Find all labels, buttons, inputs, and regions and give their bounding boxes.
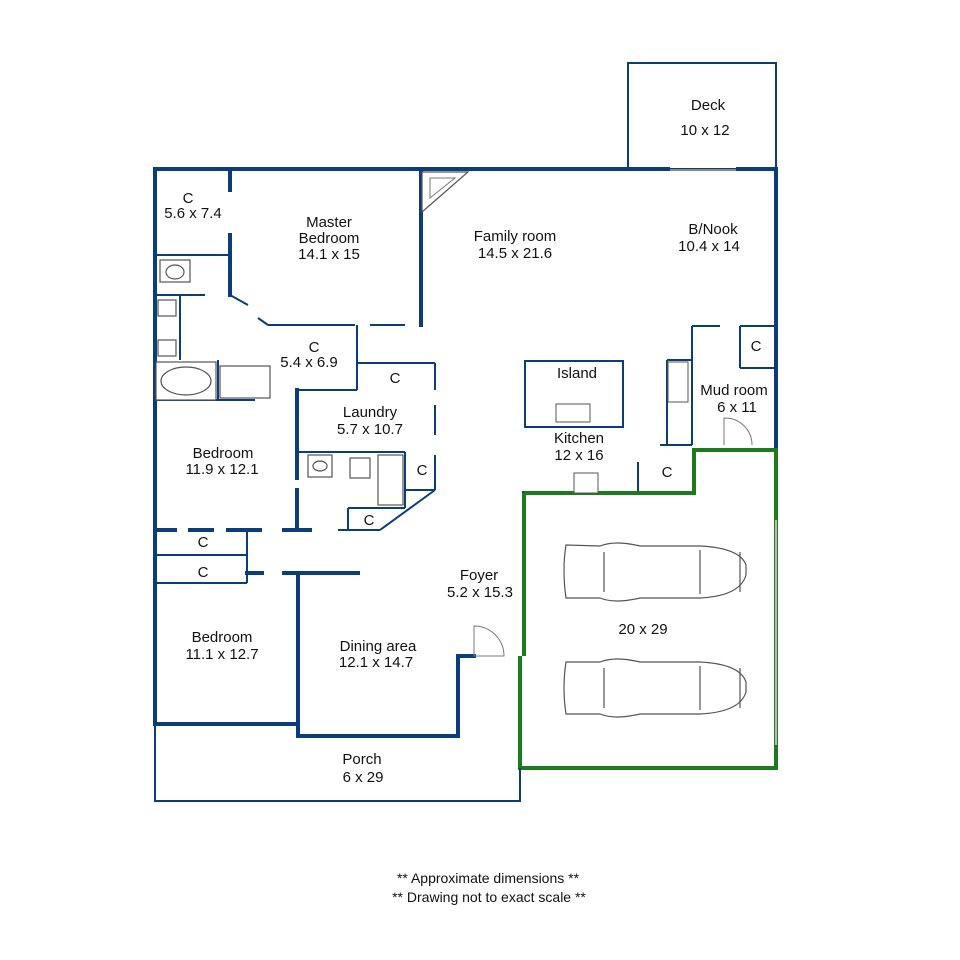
master-bedroom-name: Master bbox=[306, 214, 352, 231]
bedroom-1-dims: 11.9 x 12.1 bbox=[185, 461, 258, 478]
refrigerator bbox=[667, 361, 689, 403]
kitchen-dims: 12 x 16 bbox=[554, 447, 603, 464]
bedroom-1-name: Bedroom bbox=[193, 445, 254, 462]
car-icon bbox=[563, 658, 747, 718]
bath-fixtures bbox=[155, 259, 404, 506]
front-door-swing bbox=[473, 625, 505, 657]
closet-bed1-name: C bbox=[198, 534, 209, 551]
laundry-name: Laundry bbox=[343, 404, 398, 421]
laundry-dims: 5.7 x 10.7 bbox=[337, 421, 403, 438]
deck-name: Deck bbox=[691, 97, 726, 114]
porch-outline bbox=[154, 724, 521, 802]
closet-master-dims: 5.6 x 7.4 bbox=[164, 205, 222, 222]
kitchen-name: Kitchen bbox=[554, 430, 604, 447]
garage-walls bbox=[518, 448, 778, 770]
nook-dims: 10.4 x 14 bbox=[678, 238, 740, 255]
garage-dims: 20 x 29 bbox=[618, 621, 667, 638]
note-not-to-scale: ** Drawing not to exact scale ** bbox=[392, 889, 586, 905]
kitchen-sink bbox=[555, 403, 591, 423]
porch-dims: 6 x 29 bbox=[343, 769, 384, 786]
closet-hall-dims: 5.4 x 6.9 bbox=[280, 354, 338, 371]
family-room-name: Family room bbox=[474, 228, 557, 245]
fireplace-hearth bbox=[429, 177, 457, 200]
note-approx-dimensions: ** Approximate dimensions ** bbox=[397, 870, 580, 886]
bedroom-2-dims: 11.1 x 12.7 bbox=[185, 646, 258, 663]
master-bedroom-dims: 14.1 x 15 bbox=[298, 246, 360, 263]
dining-name: Dining area bbox=[340, 638, 417, 655]
closet-pantry-name: C bbox=[364, 512, 375, 529]
dining-dims: 12.1 x 14.7 bbox=[339, 654, 413, 671]
porch-name: Porch bbox=[342, 751, 381, 768]
deck-dims: 10 x 12 bbox=[680, 122, 729, 139]
interior-walls bbox=[153, 167, 776, 726]
mud-room-name: Mud room bbox=[700, 382, 768, 399]
bedroom-2-name: Bedroom bbox=[192, 629, 253, 646]
kitchen-stove bbox=[573, 472, 599, 494]
closet-bath-name: C bbox=[417, 462, 428, 479]
closet-kitchen-name: C bbox=[662, 464, 673, 481]
closet-mud-name: C bbox=[751, 338, 762, 355]
fireplace bbox=[421, 171, 470, 214]
nook-name: B/Nook bbox=[688, 221, 738, 238]
closet-master-name: C bbox=[183, 190, 194, 207]
closet-laundry-name: C bbox=[390, 370, 401, 387]
master-bedroom-name-2: Bedroom bbox=[299, 230, 360, 247]
closet-bed2-name: C bbox=[198, 564, 209, 581]
mud-room-dims: 6 x 11 bbox=[717, 399, 757, 416]
family-room-dims: 14.5 x 21.6 bbox=[478, 245, 552, 262]
foyer-dims: 5.2 x 15.3 bbox=[447, 584, 513, 601]
island-name: Island bbox=[557, 365, 597, 382]
closet-hall-name: C bbox=[309, 339, 320, 356]
car-icon bbox=[563, 542, 747, 602]
foyer-name: Foyer bbox=[460, 567, 498, 584]
deck-outline bbox=[627, 62, 777, 170]
mud-door-swing bbox=[723, 417, 753, 446]
